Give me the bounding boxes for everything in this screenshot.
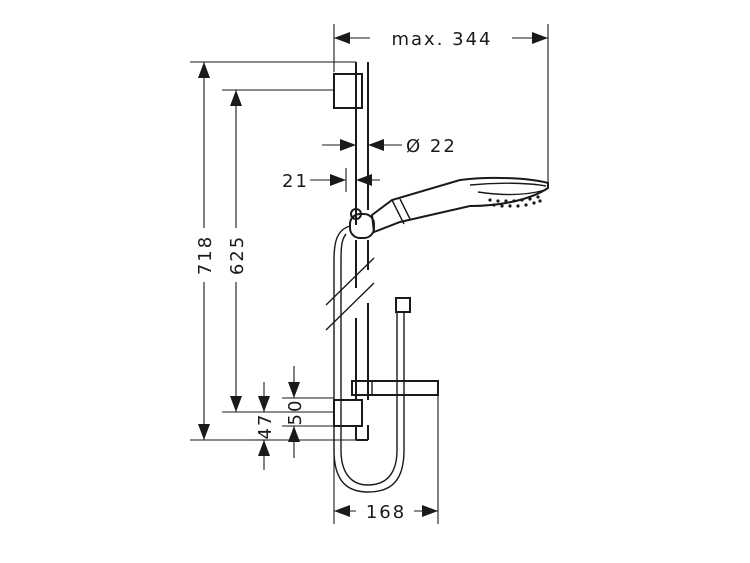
label-upper-height: 625 <box>227 235 248 275</box>
lower-wall-bracket <box>333 399 363 427</box>
spray-nozzles <box>488 195 542 208</box>
label-wall-offset: 21 <box>282 171 309 192</box>
label-lower-offset-b: 50 <box>285 399 306 426</box>
dimension-lower-offset-b: 50 <box>282 366 334 458</box>
label-max-reach: max. 344 <box>391 29 492 50</box>
label-soap-dish-width: 168 <box>366 502 406 523</box>
hand-shower <box>370 176 549 234</box>
dimension-upper-height: 625 <box>222 89 334 413</box>
soap-dish <box>351 380 439 396</box>
slider <box>349 205 375 239</box>
dimension-total-height: 718 <box>190 61 356 441</box>
dimension-lower-offset-a: 47 <box>254 382 334 470</box>
shower-rail <box>325 62 375 441</box>
label-lower-offset-a: 47 <box>255 413 276 440</box>
dimension-wall-offset: 21 <box>282 168 380 192</box>
dimension-soap-dish-width: 168 <box>333 395 439 524</box>
upper-wall-bracket <box>333 73 363 109</box>
label-total-height: 718 <box>195 235 216 275</box>
shower-hose <box>333 225 411 493</box>
label-rail-diameter: Ø 22 <box>406 136 457 157</box>
dimension-max-reach: max. 344 <box>333 24 549 182</box>
dimension-rail-diameter: Ø 22 <box>322 128 457 157</box>
